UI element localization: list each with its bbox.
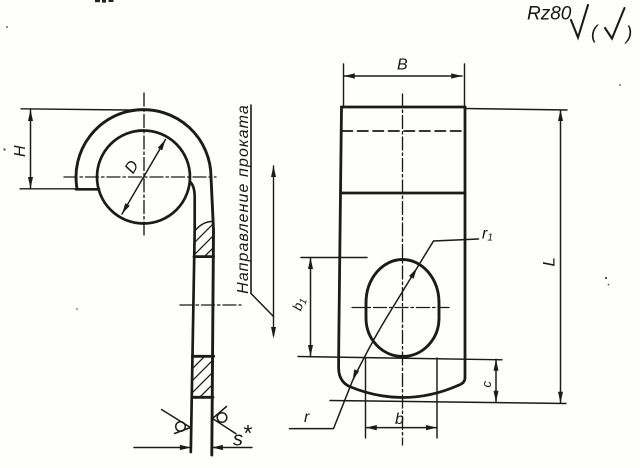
svg-text:c: c [479,381,494,388]
svg-text:D: D [122,157,143,176]
svg-text:B: B [397,57,408,74]
svg-text:Rz80: Rz80 [527,4,572,25]
svg-text:b: b [395,411,404,428]
svg-text:Направление проката: Направление проката [235,104,252,294]
svg-text:L: L [540,257,559,266]
svg-text:b1: b1 [290,295,310,313]
svg-text:): ) [624,24,632,45]
svg-text:r: r [304,409,310,426]
svg-text:s: s [233,429,243,451]
svg-text:r1: r1 [482,226,493,244]
svg-text:(: ( [591,23,599,44]
svg-text:H: H [12,145,29,157]
svg-text:*: * [243,420,253,446]
